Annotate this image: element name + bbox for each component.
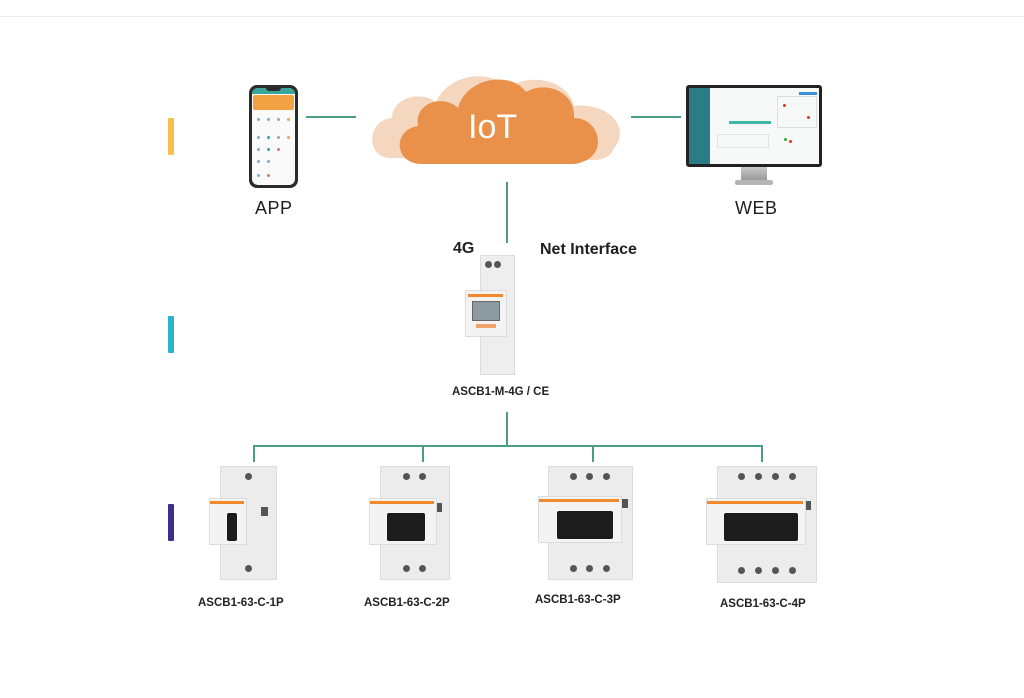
connector-gateway-bus <box>506 412 508 446</box>
connector-drop-4p <box>761 445 763 462</box>
connector-cloud-gateway <box>506 182 508 243</box>
tier-marker-gateway <box>168 316 174 353</box>
connector-drop-2p <box>422 445 424 462</box>
gateway-model-label: ASCB1-M-4G / CE <box>452 386 550 398</box>
breaker-3p-front <box>538 496 622 543</box>
gateway-4g-label: 4G <box>453 240 475 257</box>
breaker-1p-front <box>209 498 247 545</box>
smartphone-icon <box>249 85 298 188</box>
breaker-2p-front <box>369 498 437 545</box>
connector-bus <box>253 445 762 447</box>
cloud-icon <box>372 76 620 164</box>
connector-cloud-web <box>631 116 681 118</box>
breaker-1p-device <box>220 466 277 580</box>
tier-marker-breaker <box>168 504 174 541</box>
breaker-4p-front <box>706 498 806 545</box>
monitor-base <box>735 180 773 185</box>
cloud-front-shape <box>399 79 598 164</box>
top-bar <box>0 0 1024 17</box>
breaker-1p-label: ASCB1-63-C-1P <box>198 597 284 609</box>
connector-drop-1p <box>253 445 255 462</box>
gateway-net-interface-label: Net Interface <box>540 241 637 258</box>
breaker-3p-label: ASCB1-63-C-3P <box>535 594 621 606</box>
monitor-icon <box>686 85 822 167</box>
connector-app-cloud <box>306 116 356 118</box>
breaker-2p-label: ASCB1-63-C-2P <box>364 597 450 609</box>
gateway-display-module <box>465 290 507 337</box>
cloud-label: IoT <box>468 108 518 146</box>
breaker-4p-label: ASCB1-63-C-4P <box>720 598 806 610</box>
tier-marker-cloud <box>168 118 174 155</box>
connector-drop-3p <box>592 445 594 462</box>
monitor-stand <box>741 167 767 180</box>
web-label: WEB <box>735 198 778 218</box>
app-label: APP <box>255 198 293 218</box>
